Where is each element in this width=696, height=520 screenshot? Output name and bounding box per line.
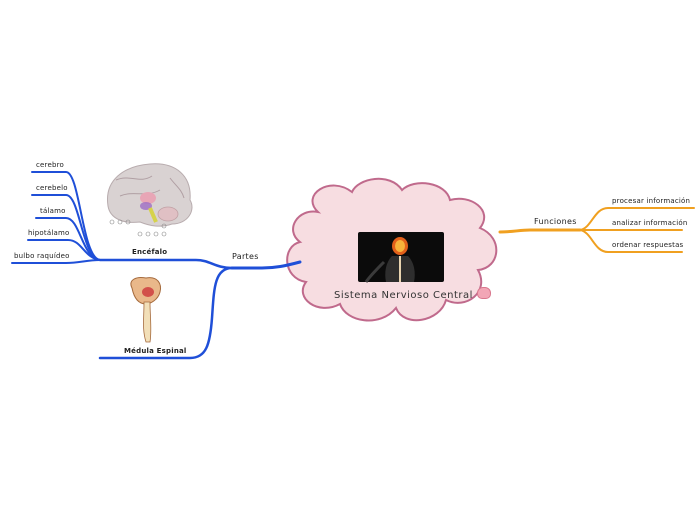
brain-illustration — [107, 163, 193, 237]
node-ordenar-respuestas[interactable]: ordenar respuestas — [612, 241, 684, 249]
brain-icon — [476, 287, 491, 299]
connector-bulbo — [11, 259, 101, 264]
connector-cerebelo — [31, 194, 101, 261]
connector-procesar — [579, 207, 695, 231]
central-image — [358, 232, 444, 283]
node-procesar-informacion[interactable]: procesar información — [612, 197, 691, 205]
node-encefalo[interactable]: Encéfalo — [132, 248, 168, 256]
node-funciones[interactable]: Funciones — [534, 217, 577, 226]
spinal-cord-illustration — [130, 277, 161, 343]
node-medula-espinal[interactable]: Médula Espinal — [124, 347, 187, 355]
node-bulbo-raquideo[interactable]: bulbo raquídeo — [14, 252, 70, 260]
central-title[interactable]: Sistema Nervioso Central — [334, 287, 491, 301]
connector-encefalo — [98, 258, 234, 270]
connector-funciones — [498, 228, 582, 234]
central-title-text: Sistema Nervioso Central — [334, 290, 473, 301]
node-cerebelo[interactable]: cerebelo — [36, 184, 68, 192]
node-partes[interactable]: Partes — [232, 252, 259, 261]
connector-partes — [230, 260, 302, 270]
connector-ordenar — [579, 229, 683, 253]
node-analizar-informacion[interactable]: analizar información — [612, 219, 688, 227]
node-hipotalamo[interactable]: hipotálamo — [28, 229, 70, 237]
connector-medula — [98, 266, 234, 360]
connector-hipotalamo — [27, 239, 101, 261]
node-talamo[interactable]: tálamo — [40, 207, 66, 215]
node-cerebro[interactable]: cerebro — [36, 161, 65, 169]
